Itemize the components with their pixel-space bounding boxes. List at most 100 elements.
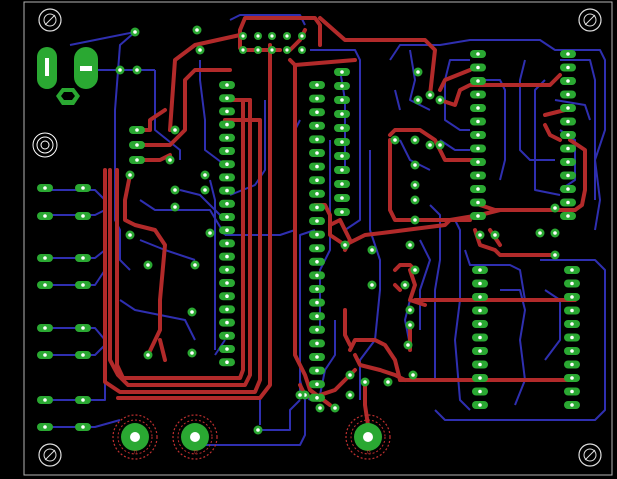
ic-pad xyxy=(472,266,488,274)
ic-pad xyxy=(219,147,235,155)
via xyxy=(253,425,263,435)
ic-pad xyxy=(219,173,235,182)
ic-pad xyxy=(560,63,576,72)
ic-pad xyxy=(472,279,488,288)
ic-pad xyxy=(472,387,488,396)
ic-pad xyxy=(560,158,576,166)
ic-pad xyxy=(219,107,235,116)
via xyxy=(205,228,215,238)
ic-pad xyxy=(334,138,350,146)
via xyxy=(410,215,420,225)
via xyxy=(165,155,175,165)
via xyxy=(413,95,423,105)
ic-pad xyxy=(334,194,350,202)
connector-pad xyxy=(37,281,53,289)
via xyxy=(400,280,410,290)
ic-pad xyxy=(564,320,580,328)
header-pin xyxy=(268,32,276,40)
via xyxy=(360,377,370,387)
ic-pad xyxy=(564,266,580,274)
ic-pad xyxy=(560,212,576,220)
ic-pad xyxy=(564,360,580,369)
via xyxy=(195,45,205,55)
ic-pad xyxy=(334,166,350,174)
via xyxy=(410,195,420,205)
ic-pad xyxy=(309,162,325,171)
bnc-3-label: J3 xyxy=(365,450,371,456)
ic-pad xyxy=(129,156,145,164)
connector-pad xyxy=(37,351,53,359)
board-outline xyxy=(23,1,613,476)
ic-pad xyxy=(334,110,350,118)
via xyxy=(170,202,180,212)
bnc-connectors: J1 J2 J3 xyxy=(112,414,391,460)
via xyxy=(410,135,420,145)
ic-pad xyxy=(219,305,235,314)
ic-pad xyxy=(334,152,350,160)
via xyxy=(413,67,423,77)
ic-pad xyxy=(309,135,325,144)
connector-pad xyxy=(75,324,91,332)
bnc-connector-2: J2 xyxy=(172,414,218,460)
ic-pad xyxy=(219,94,235,103)
via xyxy=(535,228,545,238)
ic-pad xyxy=(219,186,235,195)
ic-pad xyxy=(309,366,325,375)
header-pin xyxy=(254,46,262,54)
via xyxy=(143,350,153,360)
ic-pad xyxy=(309,108,325,117)
ic-pad xyxy=(472,293,488,301)
ic-pad xyxy=(472,360,488,369)
ic-pad xyxy=(219,213,235,221)
ic-pad xyxy=(334,124,350,132)
ic-pad xyxy=(129,141,145,149)
ic-pad xyxy=(564,347,580,355)
connector-pad xyxy=(75,212,91,220)
ic-pad xyxy=(564,401,580,409)
ic-pad xyxy=(334,96,350,104)
component-layer xyxy=(37,25,580,435)
ic-pad xyxy=(560,77,576,85)
via xyxy=(187,307,197,317)
ic-pad xyxy=(219,331,235,340)
ic-pad xyxy=(309,121,325,130)
ic-pad xyxy=(564,279,580,288)
ic-pad xyxy=(560,185,576,193)
ic-pad xyxy=(560,104,576,112)
ic-pad xyxy=(472,347,488,355)
connector-pad xyxy=(75,281,91,289)
via xyxy=(408,370,418,380)
ic-pad xyxy=(219,226,235,235)
via xyxy=(345,370,355,380)
ic-pad xyxy=(470,117,486,126)
via xyxy=(550,228,560,238)
via xyxy=(367,280,377,290)
via xyxy=(490,230,500,240)
header-pin xyxy=(283,46,291,54)
via xyxy=(367,245,377,255)
ic-pad xyxy=(334,208,350,216)
ic-pad xyxy=(219,133,235,142)
via xyxy=(340,240,350,250)
bnc-connector-1: J1 xyxy=(112,414,158,460)
ic-pad xyxy=(219,345,235,353)
ic-pad xyxy=(560,90,576,99)
ic-pad xyxy=(309,298,325,307)
ic-pad xyxy=(560,171,576,180)
ic-pad xyxy=(470,185,486,193)
header-pin xyxy=(239,46,247,54)
ic-pad xyxy=(470,77,486,85)
ic-pad xyxy=(219,279,235,287)
via xyxy=(125,170,135,180)
ic-pad xyxy=(472,306,488,315)
ic-pad xyxy=(309,271,325,280)
ic-pad xyxy=(560,198,576,207)
connector-pad xyxy=(37,324,53,332)
via xyxy=(410,160,420,170)
ic-pad xyxy=(470,171,486,180)
ic-pad xyxy=(309,380,325,389)
header-pin xyxy=(268,46,276,54)
mounting-hole-icon xyxy=(38,443,62,467)
ic-pad xyxy=(129,126,145,134)
